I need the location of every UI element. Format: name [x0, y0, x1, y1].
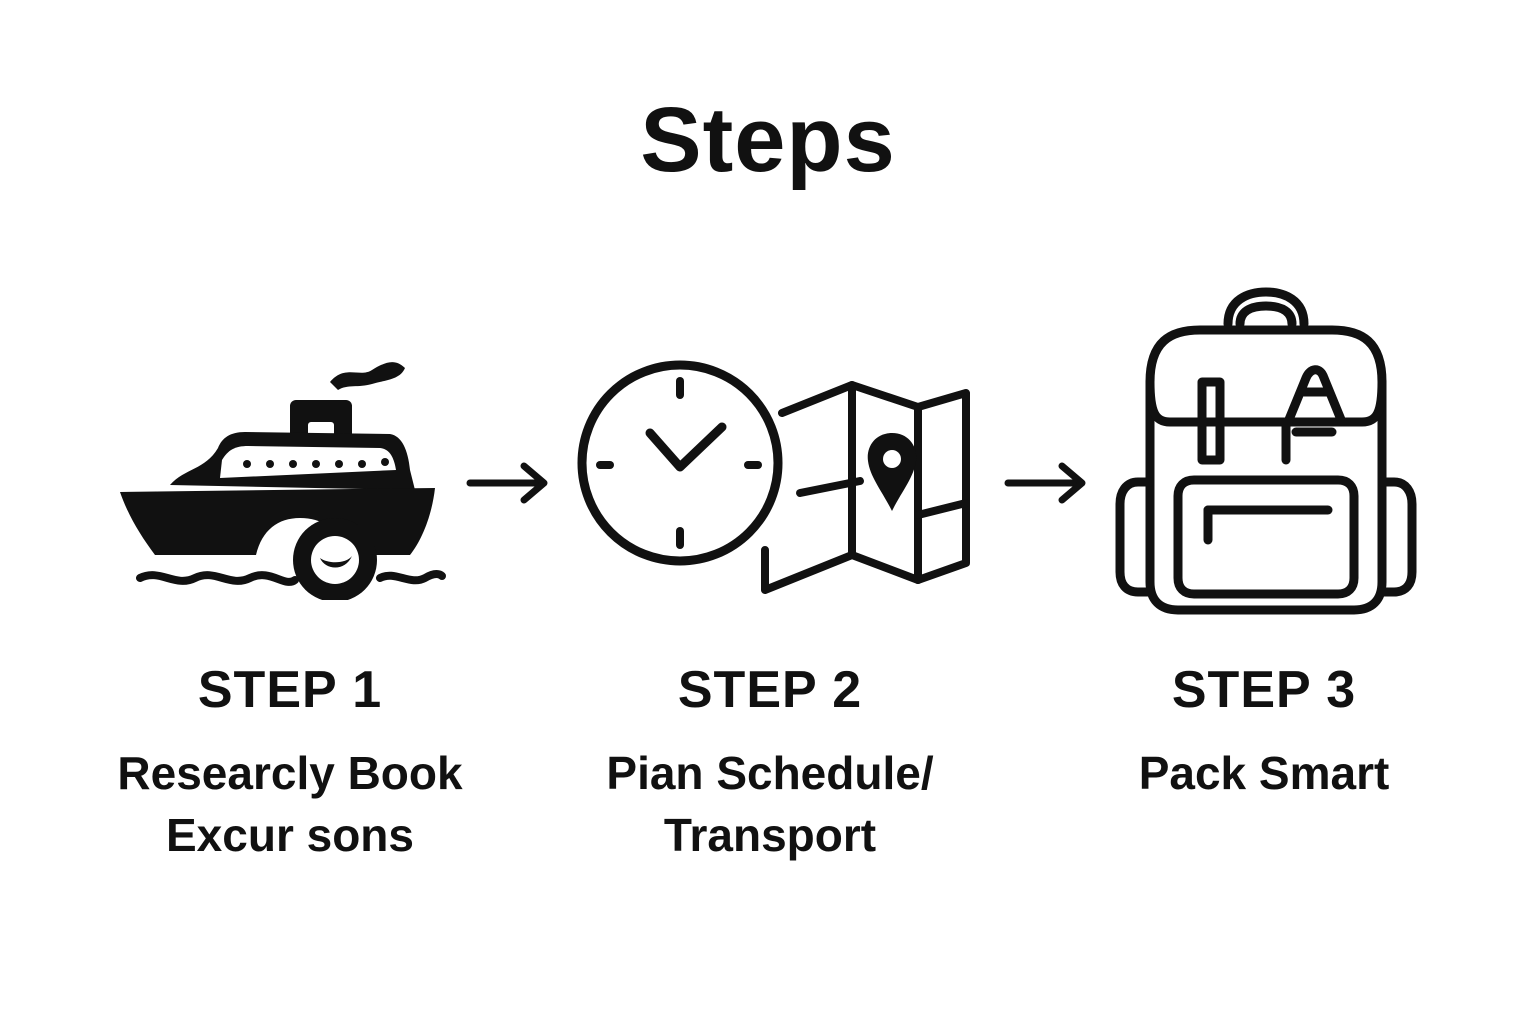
arrow-right-icon — [1004, 462, 1086, 504]
step-1-description-line: Excur sons — [166, 809, 414, 861]
step-3-description: Pack Smart — [1014, 742, 1514, 804]
step-2-label: STEP 2 — [677, 661, 863, 719]
step-2-description-line: Transport — [663, 809, 877, 861]
step-3-label: STEP 3 — [1171, 661, 1357, 719]
step-2-description: Pian Schedule/ Transport — [520, 742, 1020, 866]
step-1-description: Researcly Book Excur sons — [40, 742, 540, 866]
step-1-description-line: Researcly Book — [117, 747, 463, 799]
step-3-description-line: Pack Smart — [1138, 747, 1390, 799]
step-2-description-line: Pian Schedule/ — [606, 747, 934, 799]
cruise-ship-icon — [120, 362, 446, 600]
diagram-title: Steps — [640, 89, 896, 191]
step-1-label: STEP 1 — [197, 661, 383, 719]
clock-and-map-icon — [577, 360, 970, 594]
arrow-right-icon — [466, 462, 548, 504]
backpack-icon — [1115, 287, 1417, 615]
